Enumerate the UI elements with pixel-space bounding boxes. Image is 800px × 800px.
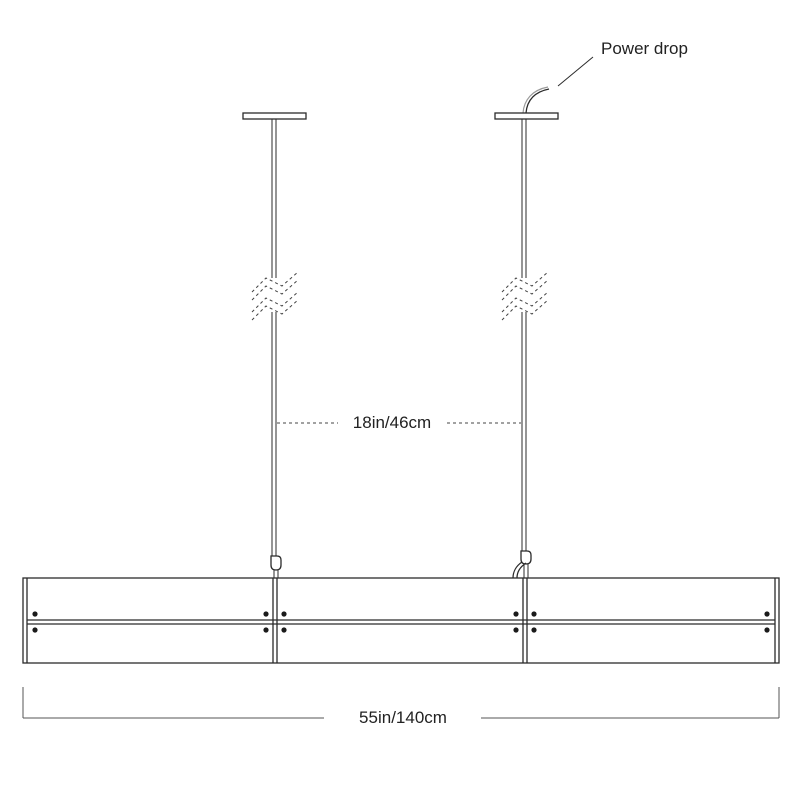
power-drop-label: Power drop [601,39,688,58]
right-suspension-cable [521,119,527,551]
left-suspension-cable [271,119,277,556]
cable-spacing-label: 18in/46cm [353,413,431,432]
overall-width-dimension [22,687,780,719]
right-canopy [494,112,559,120]
left-canopy [242,112,307,120]
right-cable-clip [512,550,532,579]
left-cable-clip [270,555,282,578]
power-drop-leader-line [557,56,594,87]
left-cable-break-symbol [251,271,299,321]
right-cable-break-symbol [501,271,549,321]
fixture-body [22,577,780,664]
overall-width-label: 55in/140cm [359,708,447,727]
power-cord [525,88,550,114]
fixture-screws [32,611,770,633]
power-cord-outer [522,86,549,114]
